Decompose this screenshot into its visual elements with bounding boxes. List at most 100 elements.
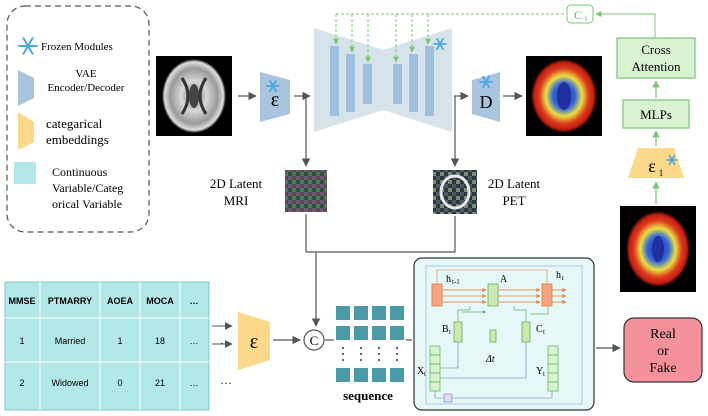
svg-text:ε: ε [250, 331, 258, 353]
svg-text:C: C [574, 8, 582, 22]
sequence-ellipsis [342, 347, 398, 361]
delta-block [489, 329, 497, 343]
bt-block [453, 321, 463, 343]
yt-label: Y [536, 366, 543, 377]
output-pet-image [526, 56, 602, 136]
a-block [487, 283, 499, 307]
arrow-crossattn-to-ci [595, 11, 656, 38]
table-cell: Married [55, 336, 86, 346]
h-t-block [541, 283, 553, 307]
delta-label: Δt [485, 354, 495, 365]
legend-vae-swatch [18, 70, 34, 106]
svg-text:or: or [657, 344, 669, 359]
svg-text:i: i [585, 14, 588, 23]
ssm-block: h t-1 A h t B t C t Δt X t Y t [413, 257, 595, 411]
ct-block [521, 321, 531, 343]
decoder-symbol: D [480, 92, 493, 112]
table-cell: 0 [117, 378, 122, 388]
unet-block [425, 46, 434, 116]
svg-text:t: t [543, 370, 545, 378]
svg-text:1: 1 [659, 168, 664, 178]
xt-label: X [417, 366, 425, 377]
legend-categorical-label-1: categarical [46, 116, 103, 131]
snowflake-icon [266, 79, 280, 93]
legend-vae-label-1: VAE [75, 68, 96, 80]
legend-continuous-label-3: orical Variable [52, 197, 122, 211]
legend-categorical-swatch [18, 112, 34, 150]
svg-text:t: t [424, 370, 426, 378]
input-mri-image [156, 56, 232, 136]
latent-mri-label-1: 2D Latent [210, 176, 263, 191]
bt-label: B [442, 324, 449, 335]
legend-vae-label-2: Encoder/Decoder [48, 82, 125, 94]
unet-block [330, 46, 339, 116]
snowflake-icon [18, 37, 38, 55]
svg-text:Cross: Cross [641, 42, 671, 57]
vae-decoder: D [472, 72, 500, 122]
latent-merge-lines [305, 214, 456, 327]
svg-text:Attention: Attention [631, 59, 681, 74]
vae-encoder: ε [260, 72, 290, 122]
svg-text:t-1: t-1 [452, 278, 460, 286]
table-cell: 18 [155, 336, 165, 346]
h-prev-block [431, 283, 443, 307]
svg-text:MLPs: MLPs [640, 107, 672, 122]
cross-attention-box: Cross Attention [616, 37, 696, 79]
svg-text:t: t [449, 328, 451, 336]
latent-pet-label-2: PET [502, 193, 525, 208]
legend-frozen-label: Frozen Modules [41, 41, 113, 53]
table-side-dots: … [220, 333, 232, 347]
table-header-cell: MOCA [146, 296, 174, 306]
condition-injection-lines [333, 13, 566, 63]
h-prev-label: h [446, 274, 451, 285]
concat-node[interactable]: C [303, 329, 325, 351]
latent-mri-image [285, 170, 327, 212]
real-or-fake-box: Real or Fake [623, 317, 703, 383]
table-side-dots: … [220, 373, 232, 387]
yt-stack [547, 345, 559, 392]
legend: Frozen Modules VAE Encoder/Decoder categ… [6, 5, 150, 233]
ci-box: C i [566, 4, 594, 24]
table-cell: … [190, 336, 199, 346]
unet [314, 28, 452, 132]
table-cell: 1 [117, 336, 122, 346]
svg-text:C: C [310, 333, 319, 348]
latent-pet-label-1: 2D Latent [488, 176, 541, 191]
table-cell: 2 [19, 378, 24, 388]
table-cell: 1 [19, 336, 24, 346]
legend-categorical-label-2: embeddings [46, 132, 109, 147]
sequence-label: sequence [343, 388, 393, 403]
legend-continuous-label-1: Continuous [52, 165, 108, 179]
sequence-grid [336, 306, 404, 382]
condition-pet-image [620, 206, 696, 292]
svg-text:t: t [543, 328, 545, 336]
latent-pet-image [433, 170, 477, 214]
legend-continuous-label-2: Variable/Categ [52, 181, 123, 195]
ct-label: C [536, 324, 543, 335]
svg-text:Real: Real [650, 327, 676, 342]
legend-continuous-swatch [14, 162, 36, 184]
tabular-encoder: ε [238, 312, 270, 370]
snowflake-icon [433, 37, 447, 51]
table-header-cell: PTMARRY [48, 296, 92, 306]
h-t-label: h [556, 270, 561, 281]
svg-text:Fake: Fake [649, 361, 676, 376]
snowflake-icon [479, 75, 493, 89]
table-header-cell: … [190, 296, 199, 306]
condition-encoder-e1: ε 1 [628, 148, 684, 178]
table-header-cell: MMSE [9, 296, 36, 306]
mlps-box: MLPs [622, 99, 690, 129]
table-cell: 21 [155, 378, 165, 388]
latent-mri-label-2: MRI [224, 193, 249, 208]
snowflake-icon [666, 154, 678, 166]
legend-frame [6, 5, 150, 233]
skip-block [443, 393, 453, 403]
encoder-symbol: ε [271, 89, 279, 111]
unet-block [393, 64, 402, 104]
unet-block [346, 54, 355, 112]
unet-block [409, 54, 418, 112]
table-header-cell: AOEA [107, 296, 134, 306]
a-label: A [500, 274, 508, 285]
xt-stack [429, 345, 441, 392]
